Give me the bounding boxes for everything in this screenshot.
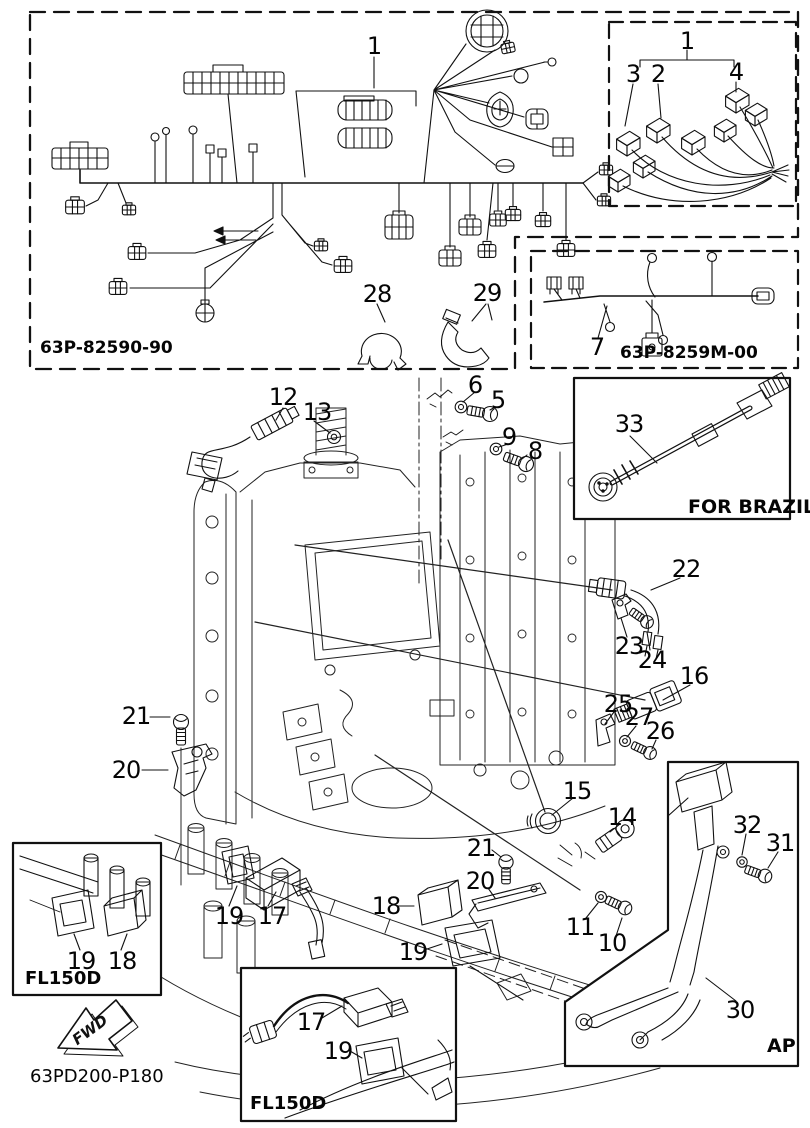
callout-20-left: 20 bbox=[111, 756, 142, 784]
fl150d-left-box bbox=[13, 843, 161, 995]
page-part-code: 63PD200-P180 bbox=[30, 1066, 164, 1087]
callout-2: 2 bbox=[650, 60, 666, 88]
callout-16: 16 bbox=[679, 662, 710, 690]
callout-11: 11 bbox=[565, 913, 596, 941]
ap-box bbox=[565, 762, 798, 1066]
for-brazil-label: FOR BRAZIL bbox=[688, 496, 810, 518]
callout-23: 23 bbox=[614, 632, 645, 660]
fl150d-bottom-box bbox=[241, 968, 456, 1121]
callout-21-mid: 21 bbox=[466, 834, 497, 862]
callout-26: 26 bbox=[645, 717, 676, 745]
sensor-and-fastener-parts bbox=[142, 390, 690, 1000]
main-harness-box bbox=[30, 12, 798, 369]
callout-14: 14 bbox=[607, 803, 638, 831]
callout-19-coil: 19 bbox=[214, 902, 245, 930]
callout-9: 9 bbox=[501, 423, 517, 451]
callout-5: 5 bbox=[490, 386, 506, 414]
callout-17-coil: 17 bbox=[257, 902, 288, 930]
callout-13: 13 bbox=[302, 398, 333, 426]
callout-1-harness: 1 bbox=[366, 32, 382, 60]
callout-24: 24 bbox=[637, 646, 668, 674]
fl150d-bottom-label: FL150D bbox=[250, 1093, 327, 1114]
callout-10: 10 bbox=[597, 929, 628, 957]
sub-harness-box bbox=[531, 251, 798, 368]
callout-29: 29 bbox=[472, 279, 503, 307]
callout-20-mid: 20 bbox=[465, 867, 496, 895]
harness-part-code: 63P-82590-90 bbox=[40, 338, 173, 358]
callout-8: 8 bbox=[527, 437, 543, 465]
callout-4: 4 bbox=[728, 58, 744, 86]
callout-22: 22 bbox=[671, 555, 702, 583]
callout-27: 27 bbox=[624, 703, 655, 731]
callout-18-fl: 18 bbox=[107, 947, 138, 975]
sub-harness-part-code: 63P-8259M-00 bbox=[620, 343, 758, 363]
callout-30: 30 bbox=[725, 996, 756, 1024]
harness-detail-box bbox=[607, 22, 796, 206]
callout-19-fl: 19 bbox=[66, 947, 97, 975]
callout-31: 31 bbox=[765, 829, 796, 857]
callout-3: 3 bbox=[625, 60, 641, 88]
callout-17-fl: 17 bbox=[296, 1008, 327, 1036]
callout-6: 6 bbox=[467, 371, 483, 399]
main-harness-illustration bbox=[52, 10, 613, 370]
for-brazil-box bbox=[574, 373, 790, 519]
fl150d-left-label: FL150D bbox=[25, 968, 102, 989]
callout-19-flb: 19 bbox=[323, 1037, 354, 1065]
callout-1-detail: 1 bbox=[679, 27, 695, 55]
callout-28: 28 bbox=[362, 280, 393, 308]
callout-21-left: 21 bbox=[121, 702, 152, 730]
callout-19-mid: 19 bbox=[398, 938, 429, 966]
callout-15: 15 bbox=[562, 777, 593, 805]
callout-18-mid: 18 bbox=[371, 892, 402, 920]
fwd-arrow: FWD bbox=[58, 1000, 138, 1056]
callout-32: 32 bbox=[732, 811, 763, 839]
ap-label: AP bbox=[767, 1035, 796, 1057]
callout-25: 25 bbox=[603, 690, 634, 718]
callout-7: 7 bbox=[589, 333, 605, 361]
engine-illustration bbox=[194, 378, 645, 890]
callout-12: 12 bbox=[268, 383, 299, 411]
callout-33: 33 bbox=[614, 410, 645, 438]
